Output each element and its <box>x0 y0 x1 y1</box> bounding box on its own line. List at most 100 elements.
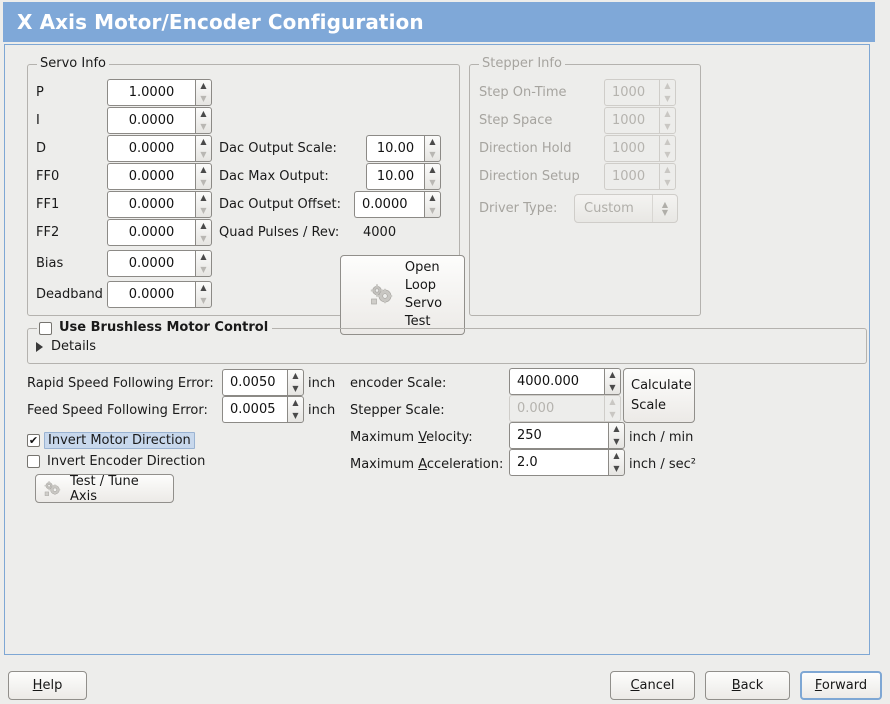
servo-spin-ff0-buttons[interactable]: ▲▼ <box>195 163 212 190</box>
feed-error-buttons[interactable]: ▲▼ <box>287 396 304 423</box>
maximum-velocity-spin[interactable]: 250 ▲▼ <box>509 422 625 449</box>
spin-up-icon[interactable]: ▲ <box>613 424 620 434</box>
spin-up-icon[interactable]: ▲ <box>200 221 207 231</box>
maximum-acceleration-value[interactable]: 2.0 <box>509 449 608 476</box>
servo-spin-p-buttons[interactable]: ▲▼ <box>195 79 212 106</box>
spin-down-icon[interactable]: ▼ <box>200 93 207 103</box>
spin-up-icon[interactable]: ▲ <box>292 398 299 408</box>
spin-down-icon[interactable]: ▼ <box>613 463 620 473</box>
servo-value-ff0[interactable]: 0.0000 <box>107 163 195 190</box>
spin-up-icon[interactable]: ▲ <box>200 165 207 175</box>
use-brushless-motor-control-checkbox[interactable]: Use Brushless Motor Control <box>39 321 268 335</box>
spin-down-icon[interactable]: ▼ <box>292 410 299 420</box>
spin-up-icon[interactable]: ▲ <box>200 81 207 91</box>
servo-spin-ff2[interactable]: 0.0000 ▲▼ <box>107 219 212 246</box>
rapid-speed-following-error-value[interactable]: 0.0050 <box>222 369 287 396</box>
spin-up-icon[interactable]: ▲ <box>609 370 616 380</box>
spin-up-icon[interactable]: ▲ <box>200 193 207 203</box>
dac-output-scale-buttons[interactable]: ▲▼ <box>424 135 441 162</box>
servo-spin-d-buttons[interactable]: ▲▼ <box>195 135 212 162</box>
test-tune-axis-button[interactable]: Test / Tune Axis <box>35 474 174 504</box>
spin-up-icon[interactable]: ▲ <box>200 283 207 293</box>
maximum-acceleration-buttons[interactable]: ▲▼ <box>608 449 625 476</box>
checkbox-box[interactable] <box>39 321 52 335</box>
cancel-button[interactable]: Cancel <box>610 671 695 700</box>
spin-down-icon[interactable]: ▼ <box>200 149 207 159</box>
maximum-velocity-buttons[interactable]: ▲▼ <box>608 422 625 449</box>
servo-label-deadband: Deadband <box>36 287 103 302</box>
spin-down-icon[interactable]: ▼ <box>200 205 207 215</box>
maximum-acceleration-spin[interactable]: 2.0 ▲▼ <box>509 449 625 476</box>
spin-down-icon[interactable]: ▼ <box>200 177 207 187</box>
forward-button[interactable]: Forward <box>800 671 882 700</box>
servo-spin-p[interactable]: 1.0000 ▲▼ <box>107 79 212 106</box>
spin-up-icon[interactable]: ▲ <box>292 371 299 381</box>
servo-spin-ff1[interactable]: 0.0000 ▲▼ <box>107 191 212 218</box>
details-expander[interactable]: Details <box>36 339 96 354</box>
feed-speed-following-error-spin[interactable]: 0.0005 ▲▼ <box>222 396 304 423</box>
spin-down-icon[interactable]: ▼ <box>429 177 436 187</box>
servo-value-d[interactable]: 0.0000 <box>107 135 195 162</box>
servo-value-deadband[interactable]: 0.0000 <box>107 281 195 308</box>
invert-encoder-direction-label: Invert Encoder Direction <box>47 454 206 469</box>
encoder-scale-value[interactable]: 4000.000 <box>509 368 604 395</box>
dac-output-offset-buttons[interactable]: ▲▼ <box>424 191 441 218</box>
servo-value-p[interactable]: 1.0000 <box>107 79 195 106</box>
servo-spin-bias-buttons[interactable]: ▲▼ <box>195 250 212 277</box>
invert-encoder-direction-checkbox[interactable]: Invert Encoder Direction <box>27 454 205 469</box>
spin-up-icon[interactable]: ▲ <box>613 451 620 461</box>
servo-spin-d[interactable]: 0.0000 ▲▼ <box>107 135 212 162</box>
servo-value-ff2[interactable]: 0.0000 <box>107 219 195 246</box>
help-button[interactable]: Help <box>8 671 87 700</box>
spin-down-icon[interactable]: ▼ <box>429 149 436 159</box>
servo-spin-bias[interactable]: 0.0000 ▲▼ <box>107 250 212 277</box>
spin-down-icon[interactable]: ▼ <box>200 295 207 305</box>
encoder-scale-spin[interactable]: 4000.000 ▲▼ <box>509 368 621 395</box>
servo-spin-i[interactable]: 0.0000 ▲▼ <box>107 107 212 134</box>
invert-motor-direction-checkbox[interactable]: ✔ Invert Motor Direction <box>27 432 195 449</box>
dac-max-output-spin[interactable]: 10.00 ▲▼ <box>366 163 441 190</box>
spin-down-icon[interactable]: ▼ <box>200 264 207 274</box>
servo-value-ff1[interactable]: 0.0000 <box>107 191 195 218</box>
spin-down-icon[interactable]: ▼ <box>609 382 616 392</box>
servo-spin-ff2-buttons[interactable]: ▲▼ <box>195 219 212 246</box>
spin-down-icon[interactable]: ▼ <box>429 205 436 215</box>
encoder-scale-buttons[interactable]: ▲▼ <box>604 368 621 395</box>
rapid-error-buttons[interactable]: ▲▼ <box>287 369 304 396</box>
checkbox-box-checked[interactable]: ✔ <box>27 434 40 447</box>
spin-up-icon[interactable]: ▲ <box>429 137 436 147</box>
spin-up-icon[interactable]: ▲ <box>200 137 207 147</box>
rapid-speed-following-error-spin[interactable]: 0.0050 ▲▼ <box>222 369 304 396</box>
dac-output-scale-spin[interactable]: 10.00 ▲▼ <box>366 135 441 162</box>
calculate-scale-button[interactable]: Calculate Scale <box>623 368 695 423</box>
brushless-group: Use Brushless Motor Control Details <box>27 321 867 364</box>
dac-output-offset-value[interactable]: 0.0000 <box>354 191 424 218</box>
spin-down-icon[interactable]: ▼ <box>200 121 207 131</box>
servo-spin-i-buttons[interactable]: ▲▼ <box>195 107 212 134</box>
chevron-right-icon[interactable] <box>36 341 43 352</box>
feed-speed-following-error-value[interactable]: 0.0005 <box>222 396 287 423</box>
open-loop-servo-test-button[interactable]: Open Loop Servo Test <box>340 255 465 335</box>
max-accel-label-post: cceleration: <box>426 457 504 472</box>
servo-spin-ff1-buttons[interactable]: ▲▼ <box>195 191 212 218</box>
back-button[interactable]: Back <box>705 671 790 700</box>
spin-up-icon[interactable]: ▲ <box>200 252 207 262</box>
dac-max-output-value[interactable]: 10.00 <box>366 163 424 190</box>
spin-down-icon[interactable]: ▼ <box>613 436 620 446</box>
dac-output-offset-spin[interactable]: 0.0000 ▲▼ <box>354 191 441 218</box>
maximum-velocity-value[interactable]: 250 <box>509 422 608 449</box>
servo-spin-deadband[interactable]: 0.0000 ▲▼ <box>107 281 212 308</box>
servo-value-i[interactable]: 0.0000 <box>107 107 195 134</box>
servo-spin-deadband-buttons[interactable]: ▲▼ <box>195 281 212 308</box>
checkbox-box[interactable] <box>27 455 40 468</box>
spin-up-icon[interactable]: ▲ <box>429 165 436 175</box>
spin-up-icon[interactable]: ▲ <box>200 109 207 119</box>
spin-down-icon[interactable]: ▼ <box>200 233 207 243</box>
servo-value-bias[interactable]: 0.0000 <box>107 250 195 277</box>
dac-max-output-buttons[interactable]: ▲▼ <box>424 163 441 190</box>
spin-up-icon[interactable]: ▲ <box>429 193 436 203</box>
direction-setup-label: Direction Setup <box>479 169 580 184</box>
servo-spin-ff0[interactable]: 0.0000 ▲▼ <box>107 163 212 190</box>
dac-output-scale-value[interactable]: 10.00 <box>366 135 424 162</box>
spin-down-icon[interactable]: ▼ <box>292 383 299 393</box>
